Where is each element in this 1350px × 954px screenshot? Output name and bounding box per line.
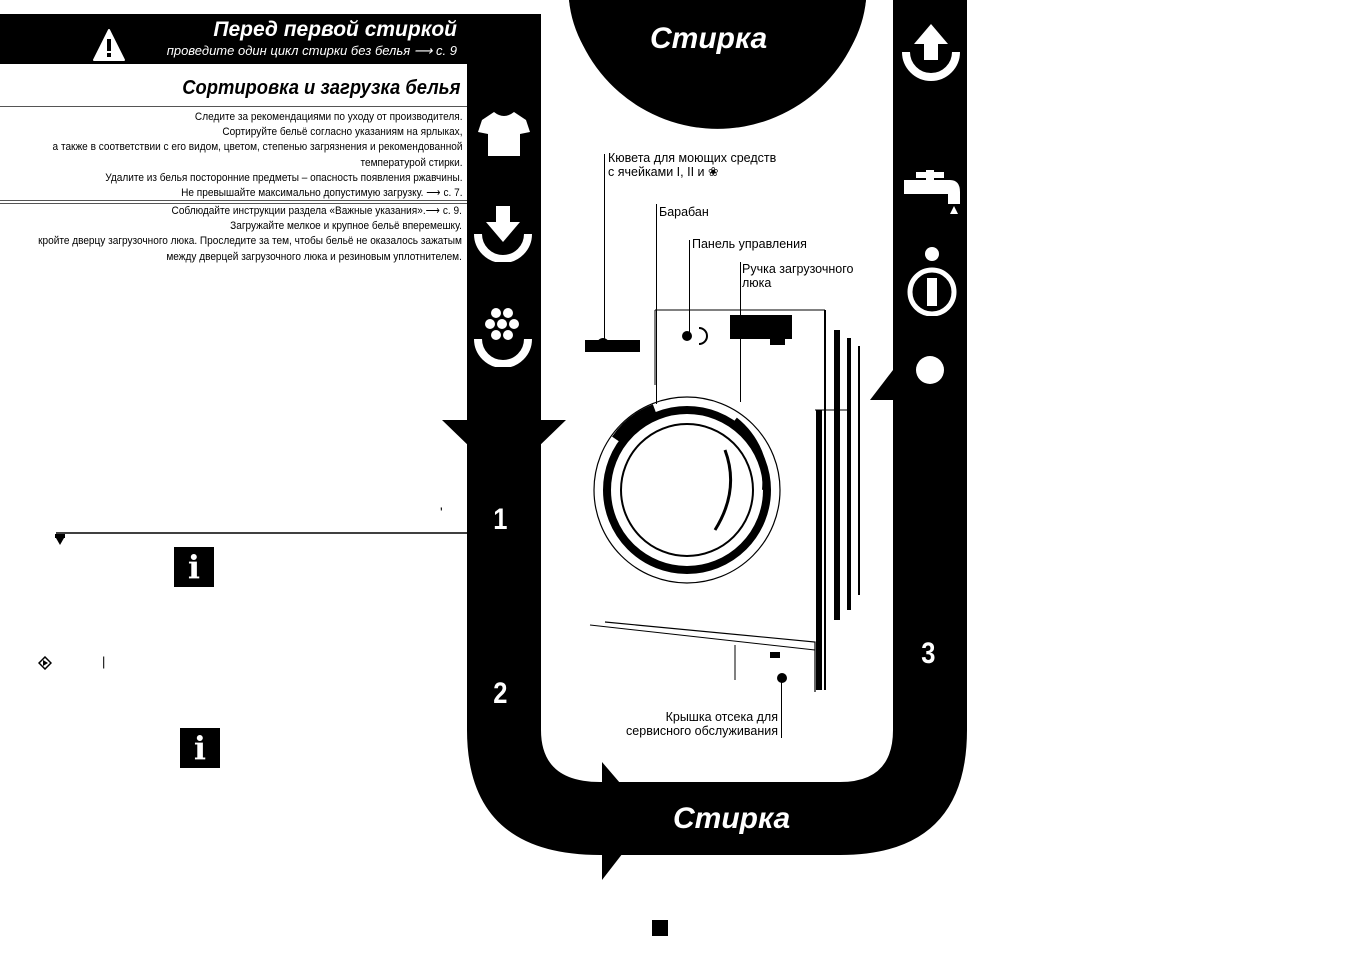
step-number-1: 1 [493, 503, 508, 536]
detergent-icon [474, 308, 532, 367]
divider [0, 106, 467, 107]
dot-icon [916, 356, 944, 384]
leader-line [689, 240, 690, 336]
label-service-cover: Крышка отсека для сервисного обслуживани… [626, 710, 778, 738]
tap-icon [904, 170, 960, 214]
shirt-icon [478, 112, 530, 156]
unload-arrow-icon [902, 24, 960, 81]
section-title: Сортировка и загрузка белья [181, 77, 460, 99]
divider [0, 203, 467, 204]
stray-mark: | [102, 654, 106, 669]
label-door-handle: Ручка загрузочного люка [742, 262, 854, 290]
label-dispenser: Кювета для моющих средств с ячейками I, … [608, 151, 777, 179]
header-banner: Перед первой стиркой проведите один цикл… [0, 14, 467, 64]
leader-line [656, 204, 657, 404]
bottom-flow-label: Стирка [673, 802, 791, 835]
paragraph-sorting: Следите за рекомендациями по уходу от пр… [52, 111, 462, 200]
leader-line [740, 262, 741, 402]
step-number-2: 2 [493, 677, 508, 710]
leader-line [604, 154, 605, 344]
label-control-panel: Панель управления [692, 237, 807, 251]
top-circle-label: Стирка [650, 22, 768, 55]
info-box-icon: i [180, 728, 220, 768]
start-icon [38, 656, 52, 670]
stray-mark: ' [440, 504, 443, 520]
warning-icon [93, 29, 125, 61]
info-box-icon: i [174, 547, 214, 587]
leader-line [781, 680, 782, 738]
paragraph-loading: Соблюдайте инструкции раздела «Важные ук… [38, 205, 463, 263]
washing-machine-illustration [585, 309, 860, 692]
page-subtitle: проведите один цикл стирки без белья ⟶ с… [166, 43, 457, 58]
step-number-3: 3 [921, 637, 936, 670]
label-drum: Барабан [659, 205, 709, 219]
page-title: Перед первой стиркой [213, 18, 457, 41]
divider [0, 200, 467, 201]
leader-dot [597, 338, 609, 350]
info-icon [907, 247, 957, 316]
load-arrow-icon [474, 206, 532, 262]
